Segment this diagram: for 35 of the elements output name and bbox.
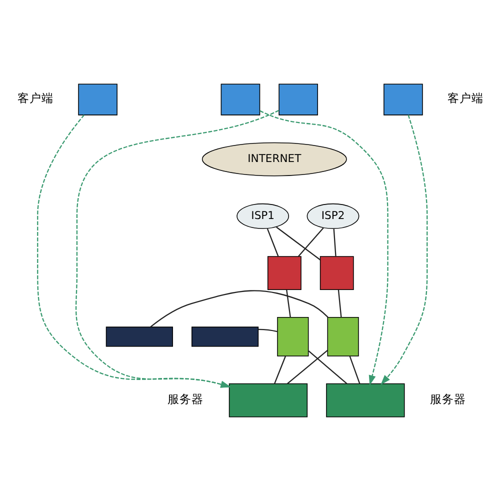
node-box bbox=[78, 83, 118, 115]
arrow bbox=[75, 109, 280, 388]
connector bbox=[258, 328, 278, 332]
node-label: 服务器 bbox=[168, 392, 204, 406]
node-ellipse: ISP1 bbox=[236, 202, 290, 228]
node-box bbox=[192, 326, 259, 346]
node-box bbox=[220, 83, 260, 115]
connector bbox=[150, 290, 328, 327]
node-ellipse: ISP2 bbox=[306, 202, 360, 228]
connector bbox=[349, 355, 360, 384]
connector bbox=[274, 355, 286, 384]
node-label: 客户端 bbox=[448, 90, 484, 105]
connector bbox=[266, 228, 279, 256]
arrow bbox=[37, 114, 231, 388]
node-label: 客户端 bbox=[17, 90, 54, 105]
node-box bbox=[320, 256, 354, 290]
connector bbox=[298, 227, 324, 256]
node-box bbox=[277, 316, 309, 356]
connector bbox=[286, 289, 291, 317]
node-box bbox=[267, 256, 302, 290]
connector bbox=[287, 349, 328, 384]
node-label: 服务器 bbox=[430, 392, 466, 406]
arrow bbox=[260, 110, 388, 385]
node-box bbox=[106, 326, 173, 346]
connector bbox=[338, 289, 342, 317]
arrow bbox=[380, 114, 428, 384]
connector bbox=[308, 350, 348, 384]
connector bbox=[276, 226, 321, 260]
node-box bbox=[326, 382, 405, 417]
node-box bbox=[228, 382, 308, 417]
node-box bbox=[327, 316, 359, 356]
node-box bbox=[384, 83, 423, 115]
connector bbox=[333, 228, 336, 256]
node-box bbox=[278, 83, 318, 115]
node-ellipse: INTERNET bbox=[202, 142, 347, 176]
